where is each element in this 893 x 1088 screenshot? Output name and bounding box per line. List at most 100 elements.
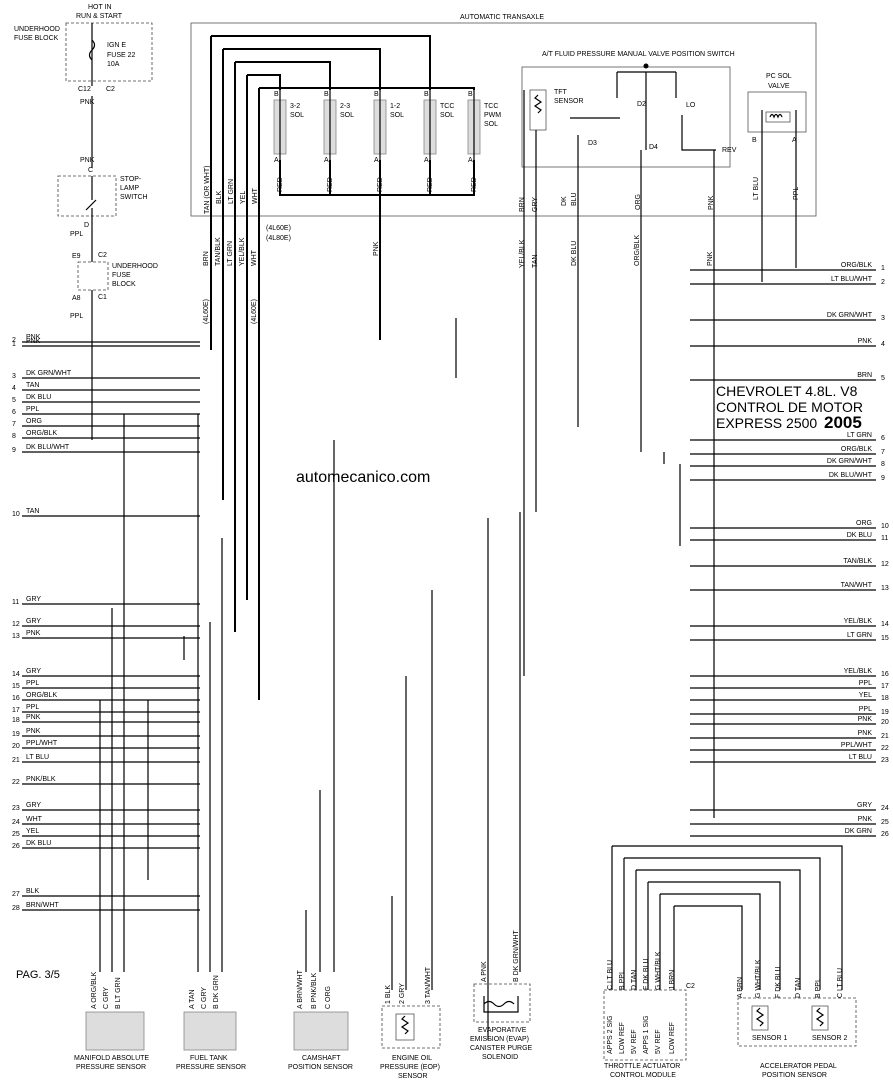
- left-pin-label: PNK: [26, 728, 41, 735]
- right-pin-label: TAN/WHT: [841, 582, 873, 589]
- right-pin-label: DK BLU/WHT: [829, 472, 873, 479]
- transaxle-left-wires: TAN (OR WHT) BLK LT GRN YEL WHT (4L60E) …: [203, 35, 714, 700]
- right-pin-number: 3: [881, 315, 885, 322]
- svg-text:A8: A8: [72, 295, 81, 302]
- camshaft-sensor-body: [293, 1011, 349, 1051]
- right-pin-label: PPL/WHT: [841, 742, 873, 749]
- left-pin-label: TAN: [26, 382, 39, 389]
- svg-text:(4L60E): (4L60E): [203, 299, 210, 324]
- solenoid-pin-b: B: [424, 91, 429, 98]
- right-pin-label: PNK: [858, 730, 873, 737]
- svg-text:B LT GRN: B LT GRN: [115, 977, 122, 1009]
- left-pin-label: PPL: [26, 704, 39, 711]
- left-pin-number: 6: [12, 409, 16, 416]
- svg-text:1 BLK: 1 BLK: [385, 985, 392, 1004]
- svg-text:B: B: [752, 137, 757, 144]
- svg-text:THROTTLE ACTUATOR: THROTTLE ACTUATOR: [604, 1063, 680, 1070]
- left-pin-number: 2: [12, 337, 16, 344]
- solenoid-pin-a: A: [324, 157, 329, 164]
- right-pin-label: PNK: [858, 816, 873, 823]
- svg-text:C: C: [88, 167, 93, 174]
- left-pin-number: 14: [12, 671, 20, 678]
- bottom-sensors: MANIFOLD ABSOLUTE PRESSURE SENSOR A ORG/…: [74, 930, 857, 1080]
- app-pin: A BRN: [737, 977, 744, 998]
- left-pin-label: PPL/WHT: [26, 740, 58, 747]
- solenoid-pin-a: A: [424, 157, 429, 164]
- right-pin-number: 7: [881, 449, 885, 456]
- automatic-transaxle: AUTOMATIC TRANSAXLE A/T FLUID PRESSURE M…: [190, 14, 817, 220]
- right-pin-number: 1: [881, 265, 885, 272]
- right-pin-number: 10: [881, 523, 889, 530]
- left-pin-label: ORG/BLK: [26, 430, 57, 437]
- fuse-block-label-2: FUSE BLOCK: [14, 35, 59, 42]
- solenoid-name: SOL: [440, 112, 454, 119]
- svg-text:FUEL TANK: FUEL TANK: [190, 1055, 228, 1062]
- right-pin-label: GRY: [857, 802, 872, 809]
- left-pin-number: 18: [12, 717, 20, 724]
- left-pin-number: 21: [12, 757, 20, 764]
- svg-text:C2: C2: [106, 86, 115, 93]
- eop-sensor-outline: [381, 1005, 441, 1049]
- throttle-pin: J BRN: [669, 970, 676, 990]
- svg-text:(4L60E): (4L60E): [266, 225, 291, 232]
- svg-text:A PNK: A PNK: [481, 961, 488, 982]
- left-pin-label: TAN: [26, 508, 39, 515]
- right-pin-label: LT GRN: [847, 632, 872, 639]
- svg-text:SENSOR 1: SENSOR 1: [752, 1035, 788, 1042]
- left-pin-number: 15: [12, 683, 20, 690]
- map-sensor-body: [85, 1011, 145, 1051]
- svg-text:ORG/BLK: ORG/BLK: [634, 235, 641, 266]
- left-pin-number: 1: [12, 341, 16, 348]
- svg-text:C1: C1: [98, 294, 107, 301]
- svg-text:DK: DK: [561, 196, 568, 206]
- svg-text:A TAN: A TAN: [189, 989, 196, 1009]
- right-pin-label: LT BLU: [849, 754, 872, 761]
- left-pin-label: ORG/BLK: [26, 692, 57, 699]
- svg-text:POSITION SENSOR: POSITION SENSOR: [762, 1072, 827, 1079]
- solenoid-pin-a: A: [468, 157, 473, 164]
- app-sensor-outline: [737, 997, 857, 1047]
- svg-text:PPL: PPL: [793, 187, 800, 200]
- left-pin-label: DK BLU: [26, 394, 51, 401]
- svg-text:REV: REV: [722, 147, 737, 154]
- right-pin-label: YEL/BLK: [844, 618, 873, 625]
- svg-text:A ORG/BLK: A ORG/BLK: [91, 971, 98, 1009]
- svg-text:B DK GRN: B DK GRN: [213, 975, 220, 1009]
- svg-text:PPL: PPL: [70, 231, 83, 238]
- svg-text:GRY: GRY: [532, 197, 539, 212]
- left-pin-label: BLK: [26, 888, 40, 895]
- left-pin-label: GRY: [26, 668, 41, 675]
- switch-title: A/T FLUID PRESSURE MANUAL VALVE POSITION…: [542, 51, 735, 58]
- pc-sol-coil-icon: [769, 113, 783, 119]
- app-pin: G WHT/BLK: [755, 959, 762, 998]
- fuse-name: IGN E: [107, 42, 126, 49]
- svg-text:MANIFOLD ABSOLUTE: MANIFOLD ABSOLUTE: [74, 1055, 149, 1062]
- svg-text:EMISSION (EVAP): EMISSION (EVAP): [470, 1036, 529, 1043]
- evap-solenoid-outline: [473, 983, 531, 1023]
- solenoid-name: SOL: [340, 112, 354, 119]
- right-pin-label: PNK: [858, 338, 873, 345]
- solenoid-name: TCC: [440, 103, 454, 110]
- throttle-pin-function: APPS 1 SIG: [643, 1015, 650, 1054]
- right-pin-label: PPL: [859, 706, 872, 713]
- svg-text:SENSOR: SENSOR: [554, 98, 584, 105]
- left-pin-number: 4: [12, 385, 16, 392]
- pc-sol-label-1: PC SOL: [766, 73, 792, 80]
- left-pin-number: 16: [12, 695, 20, 702]
- app-pin: B PPL: [815, 978, 822, 998]
- right-pin-label: DK BLU: [847, 532, 872, 539]
- right-pin-number: 16: [881, 671, 889, 678]
- solenoid-name: SOL: [484, 121, 498, 128]
- fuel-tank-sensor-body: [183, 1011, 237, 1051]
- svg-text:POSITION SENSOR: POSITION SENSOR: [288, 1064, 353, 1071]
- left-pin-label: DK BLU: [26, 840, 51, 847]
- solenoid-pin-a: A: [374, 157, 379, 164]
- tft-sensor-icon: [533, 94, 543, 114]
- svg-text:TAN/BLK: TAN/BLK: [215, 237, 222, 266]
- solenoid-name: 2-3: [340, 103, 350, 110]
- pc-sol-box: [747, 91, 807, 133]
- throttle-pin-function: 5V REF: [631, 1029, 638, 1054]
- left-pin-number: 7: [12, 421, 16, 428]
- svg-text:C GRY: C GRY: [103, 987, 110, 1009]
- throttle-pin: G WHT/BLK: [655, 951, 662, 990]
